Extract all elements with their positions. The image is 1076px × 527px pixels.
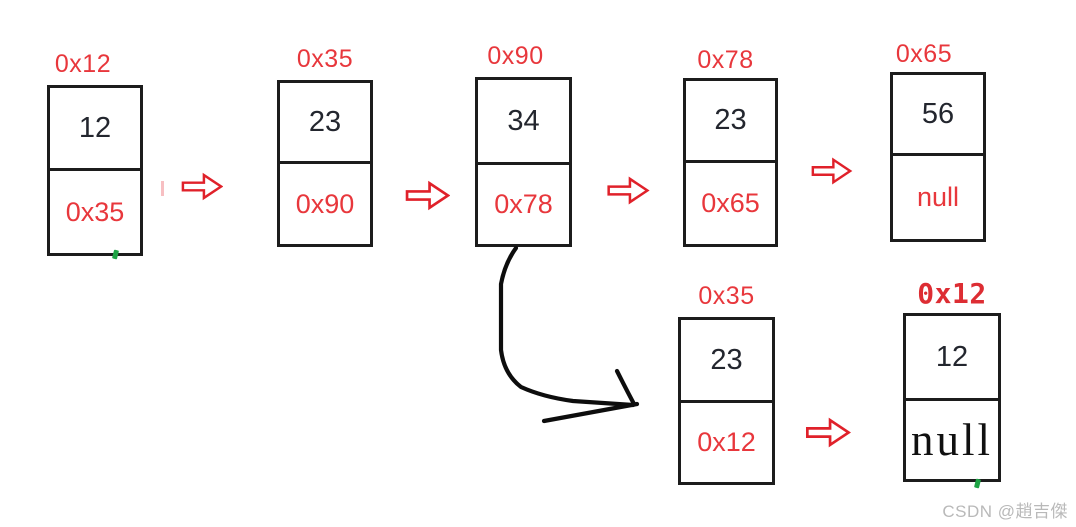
node-address-label: 0x78 [697, 46, 754, 74]
list-node-0x35: 0x35 23 0x90 [277, 45, 373, 250]
list-node-0x90: 0x90 34 0x78 [475, 42, 572, 250]
node-box: 23 0x90 [277, 80, 373, 247]
list-node-0x12-reversed: 0x12 12 null [903, 277, 1001, 482]
right-block-arrow-icon [805, 417, 851, 448]
node-next-pointer-cell: null [916, 182, 960, 212]
node-next-pointer-cell: null [910, 415, 993, 465]
node-box: 56 null [890, 72, 986, 242]
node-box: 23 0x12 [678, 317, 775, 485]
node-address-label: 0x65 [895, 40, 953, 68]
right-block-arrow-icon [607, 176, 650, 205]
node-data-cell: 23 [681, 320, 772, 403]
node-next-pointer-cell: 0x65 [701, 188, 760, 218]
node-data-cell: 23 [280, 83, 370, 164]
list-node-0x65: 0x65 56 null [890, 40, 986, 242]
node-box: 12 null [903, 313, 1001, 482]
node-address-label: 0x35 [698, 282, 755, 310]
node-data-cell: 56 [893, 75, 983, 156]
node-address-label: 0x35 [296, 45, 354, 73]
node-address-label: 0x90 [487, 42, 544, 70]
list-node-0x78: 0x78 23 0x65 [683, 46, 778, 247]
list-node-0x12: 0x12 12 0x35 [47, 50, 143, 260]
right-block-arrow-icon [811, 157, 853, 185]
node-data-cell: 23 [686, 81, 775, 163]
node-data-cell: 12 [50, 88, 140, 171]
node-data-cell: 34 [478, 80, 569, 165]
node-data-cell: 12 [906, 316, 998, 401]
node-box: 34 0x78 [475, 77, 572, 247]
node-address-label: 0x12 [917, 277, 987, 310]
right-block-arrow-icon [405, 180, 450, 211]
pink-artifact [161, 181, 164, 196]
node-next-pointer-cell: 0x90 [295, 188, 355, 219]
node-address-label: 0x12 [54, 50, 112, 78]
node-next-pointer-cell: 0x12 [697, 427, 756, 457]
watermark: CSDN @趙吉傑 [942, 502, 1068, 521]
right-block-arrow-icon [181, 172, 223, 201]
node-box: 23 0x65 [683, 78, 778, 247]
node-next-pointer-cell: 0x78 [494, 189, 553, 219]
node-next-pointer-cell: 0x35 [65, 196, 125, 227]
node-box: 12 0x35 [47, 85, 143, 256]
green-cursor-artifact [973, 478, 982, 489]
list-node-0x35-reversed: 0x35 23 0x12 [678, 282, 775, 485]
